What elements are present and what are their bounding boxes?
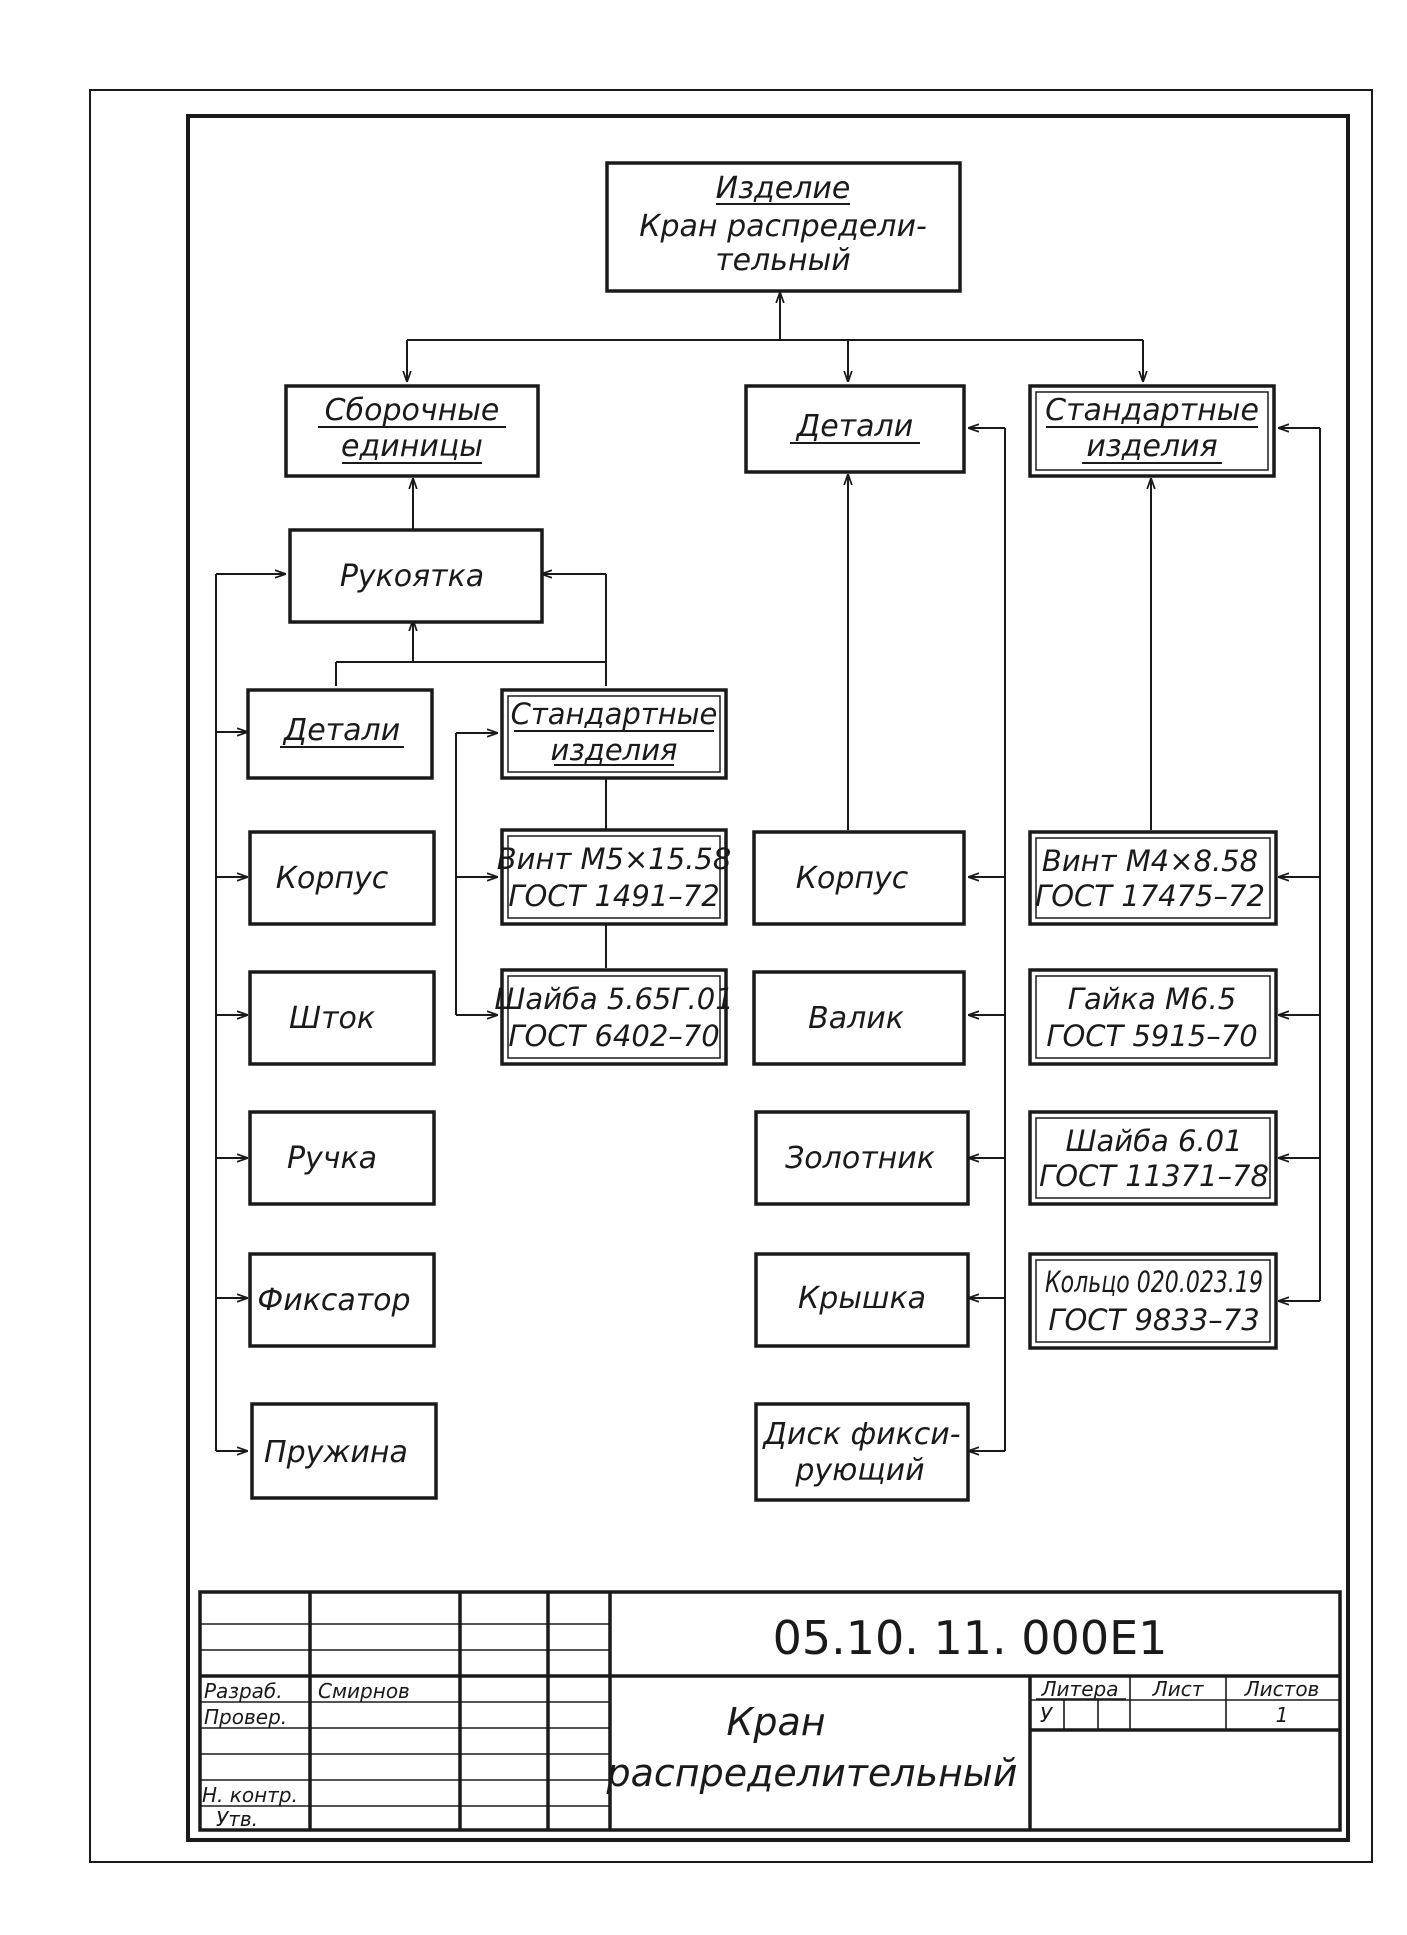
part-item-label: Золотник: [785, 1141, 935, 1176]
drawing-frame: [186, 114, 1350, 1842]
handle-part-item: Корпус: [248, 830, 436, 926]
part-item: Крышка: [754, 1252, 970, 1348]
part-item-label: Диск фикси-: [761, 1417, 960, 1452]
handle-part-label: Пружина: [264, 1435, 408, 1470]
part-item-label: Крышка: [798, 1281, 926, 1316]
litera-value: У: [1040, 1703, 1054, 1727]
standard-item-line2: ГОСТ 5915–70: [1046, 1019, 1257, 1053]
handle-part-item: Шток: [248, 970, 436, 1066]
handle-part-item: Ручка: [248, 1110, 436, 1206]
assembly-label-2: единицы: [341, 429, 483, 464]
sheet-outer-border: [89, 89, 1373, 1863]
title-block: 05.10. 11. 000Е1 Кран распределительный …: [198, 1590, 1342, 1832]
standard-item: Кольцо 020.023.19 ГОСТ 9833–73: [1028, 1252, 1278, 1350]
standard-label-2: изделия: [1086, 429, 1217, 464]
part-item-label-2: рующий: [794, 1453, 924, 1488]
parts-label: Детали: [795, 409, 913, 444]
category-parts: Детали: [744, 384, 966, 474]
column-sheet: Лист: [1152, 1677, 1205, 1701]
column-litera: Литера: [1041, 1677, 1119, 1701]
handle-standard-label-2: изделия: [551, 733, 678, 767]
handle-standard-header: Стандартные изделия: [500, 688, 728, 780]
handle-part-label: Ручка: [287, 1141, 377, 1176]
product-label-1: Изделие: [716, 171, 851, 206]
part-item: Золотник: [754, 1110, 970, 1206]
handle-part-item: Фиксатор: [248, 1252, 436, 1348]
handle-part-label: Шток: [289, 1001, 375, 1036]
standard-item: Шайба 6.01 ГОСТ 11371–78: [1028, 1110, 1278, 1206]
document-name-line1: Кран: [726, 1700, 825, 1744]
standard-item: Гайка М6.5 ГОСТ 5915–70: [1028, 968, 1278, 1066]
handle-parts-header: Детали: [246, 688, 434, 780]
column-sheets: Листов: [1244, 1677, 1320, 1701]
handle-box: Рукоятка: [288, 528, 544, 624]
category-assembly-units: Сборочные единицы: [284, 384, 540, 478]
part-item: Валик: [752, 970, 966, 1066]
handle-standard-item-line2: ГОСТ 1491–72: [508, 879, 719, 913]
handle-standard-item: Винт М5×15.58 ГОСТ 1491–72: [497, 828, 732, 926]
standard-label-1: Стандартные: [1045, 393, 1259, 428]
handle-part-label: Корпус: [276, 861, 389, 896]
row-developed: Разраб.: [204, 1679, 283, 1703]
part-item: Корпус: [752, 830, 966, 926]
standard-item-line1: Кольцо 020.023.19: [1045, 1265, 1263, 1299]
handle-label: Рукоятка: [340, 559, 484, 594]
assembly-label-1: Сборочные: [325, 393, 500, 428]
standard-item-line1: Винт М4×8.58: [1042, 844, 1258, 878]
product-label-2: Кран распредели-: [639, 209, 927, 244]
part-item-label: Валик: [808, 1001, 904, 1036]
row-approved: Утв.: [216, 1807, 258, 1831]
row-norm-control: Н. контр.: [202, 1783, 298, 1807]
product-label-3: тельный: [715, 243, 851, 278]
product-box: Изделие Кран распредели- тельный: [605, 161, 962, 293]
category-standard-items: Стандартные изделия: [1028, 384, 1276, 478]
standard-item-line1: Гайка М6.5: [1068, 982, 1236, 1016]
handle-standard-item-line1: Шайба 5.65Г.01: [494, 982, 733, 1016]
handle-part-item: Пружина: [250, 1402, 438, 1500]
part-item-label: Корпус: [796, 861, 909, 896]
standard-item-line1: Шайба 6.01: [1065, 1124, 1242, 1158]
developer-name: Смирнов: [318, 1679, 410, 1703]
handle-parts-label: Детали: [282, 713, 400, 748]
handle-part-label: Фиксатор: [257, 1283, 410, 1318]
row-checked: Провер.: [204, 1705, 287, 1729]
connectors: [215, 292, 1321, 1451]
standard-item-line2: ГОСТ 9833–73: [1048, 1303, 1259, 1337]
sheets-value: 1: [1276, 1703, 1289, 1727]
document-code: 05.10. 11. 000Е1: [773, 1611, 1168, 1665]
standard-item-line2: ГОСТ 17475–72: [1035, 879, 1265, 913]
document-name-line2: распределительный: [605, 1751, 1017, 1795]
handle-standard-item: Шайба 5.65Г.01 ГОСТ 6402–70: [494, 968, 734, 1066]
handle-standard-item-line2: ГОСТ 6402–70: [508, 1019, 719, 1053]
handle-standard-item-line1: Винт М5×15.58: [497, 842, 732, 876]
handle-standard-label-1: Стандартные: [511, 697, 718, 731]
part-item: Диск фикси- рующий: [754, 1402, 970, 1502]
standard-item: Винт М4×8.58 ГОСТ 17475–72: [1028, 830, 1278, 926]
standard-item-line2: ГОСТ 11371–78: [1039, 1159, 1269, 1193]
